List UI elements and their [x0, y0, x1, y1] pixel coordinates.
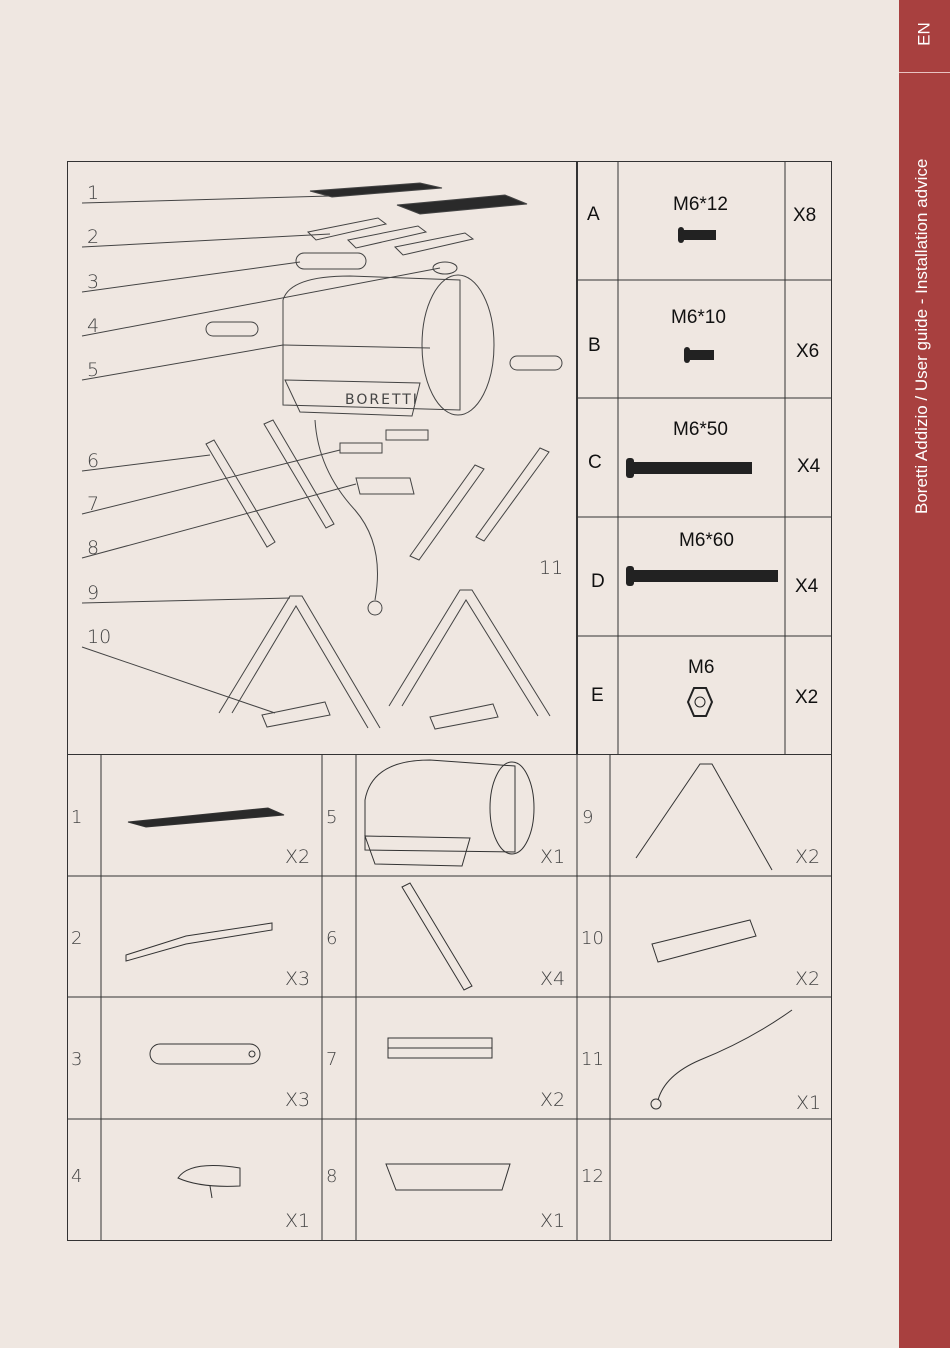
hardware-letter: E [591, 685, 604, 707]
part-number: 12 [581, 1166, 604, 1187]
bolt-a-icon [678, 227, 716, 243]
part-number: 10 [581, 928, 604, 949]
hardware-letter: A [587, 204, 600, 226]
callout-1: 1 [87, 182, 99, 204]
crossbar-icon [652, 920, 756, 962]
callout-6: 6 [87, 450, 99, 472]
bolt-b-icon [684, 347, 714, 363]
exploded-drawing [82, 183, 562, 729]
bolt-c-icon [626, 458, 752, 478]
callout-5: 5 [87, 359, 99, 381]
part-number: 1 [71, 807, 82, 828]
hardware-name: M6*60 [679, 530, 734, 552]
part-qty: X1 [540, 1210, 565, 1232]
part-number: 8 [326, 1166, 337, 1187]
grill-body-icon [365, 760, 534, 866]
hardware-qty: X4 [795, 576, 818, 598]
part-number: 5 [326, 807, 337, 828]
grease-tray-icon [386, 1164, 510, 1190]
callout-11: 11 [539, 557, 563, 579]
bracket-icon [388, 1038, 492, 1058]
hardware-name: M6*50 [673, 419, 728, 441]
part-qty: X1 [285, 1210, 310, 1232]
part-qty: X2 [540, 1089, 565, 1111]
part-number: 4 [71, 1166, 82, 1187]
callout-4: 4 [87, 315, 99, 337]
handle-icon [150, 1044, 260, 1064]
callout-10: 10 [87, 626, 111, 648]
hardware-name: M6*10 [671, 307, 726, 329]
hardware-letter: C [588, 452, 602, 474]
hardware-name: M6 [688, 657, 714, 679]
hardware-name: M6*12 [673, 194, 728, 216]
part-number: 11 [581, 1049, 604, 1070]
leg-icon [402, 883, 472, 990]
a-frame-icon [636, 764, 772, 870]
callout-7: 7 [87, 493, 99, 515]
part-qty: X2 [795, 846, 820, 868]
part-qty: X2 [285, 846, 310, 868]
hardware-qty: X8 [793, 205, 816, 227]
callout-9: 9 [87, 582, 99, 604]
part-number: 3 [71, 1049, 82, 1070]
callout-8: 8 [87, 537, 99, 559]
grill-grate-icon [128, 808, 284, 827]
thermometer-icon [178, 1166, 240, 1198]
hardware-letter: B [588, 335, 601, 357]
hardware-qty: X2 [795, 687, 818, 709]
hardware-letter: D [591, 571, 605, 593]
part-qty: X2 [795, 968, 820, 990]
part-qty: X3 [285, 1089, 310, 1111]
bolt-d-icon [626, 566, 778, 586]
callout-3: 3 [87, 271, 99, 293]
part-qty: X3 [285, 968, 310, 990]
heat-shield-icon [126, 923, 272, 961]
part-qty: X4 [540, 968, 565, 990]
part-number: 7 [326, 1049, 337, 1070]
hardware-qty: X4 [797, 456, 820, 478]
part-qty: X1 [540, 846, 565, 868]
part-qty: X1 [796, 1092, 821, 1114]
part-number: 6 [326, 928, 337, 949]
callout-2: 2 [87, 226, 99, 248]
part-number: 2 [71, 928, 82, 949]
hardware-qty: X6 [796, 341, 819, 363]
part-number: 9 [582, 807, 593, 828]
gas-hose-icon [651, 1010, 792, 1109]
brand-text: BORETTI [345, 392, 419, 408]
nut-e-icon [688, 688, 712, 716]
